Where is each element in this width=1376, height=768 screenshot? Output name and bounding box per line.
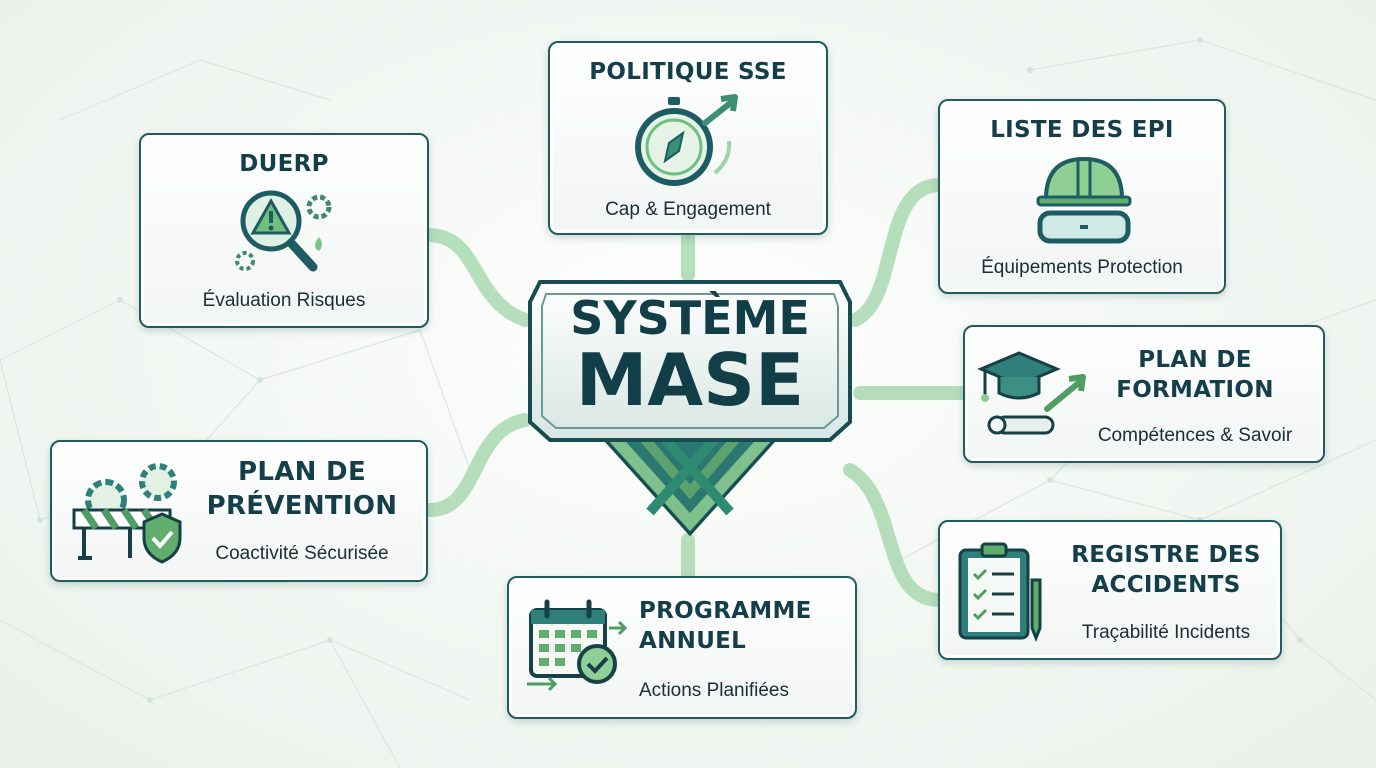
- center-shield: [528, 280, 852, 537]
- compass-icon: [635, 94, 738, 186]
- center-title-line2: MASE: [575, 338, 805, 422]
- node-registre-subtitle: Traçabilité Incidents: [1081, 622, 1251, 643]
- node-epi-subtitle: Équipements Protection: [981, 257, 1183, 278]
- node-prevention-title-line2: PRÉVENTION: [206, 491, 398, 521]
- node-formation-title-line1: PLAN DE: [1138, 347, 1252, 373]
- risk-magnifier-icon: [235, 190, 332, 272]
- node-programme-title-line1: PROGRAMME: [639, 598, 812, 624]
- clipboard-checklist-icon: [958, 542, 1042, 643]
- calendar-check-icon: [527, 599, 628, 692]
- node-formation-subtitle: Compétences & Savoir: [1097, 425, 1293, 446]
- node-formation-title-line2: FORMATION: [1116, 377, 1274, 403]
- node-plan-prevention[interactable]: PLAN DE PRÉVENTION Coactivité Sécurisée: [50, 440, 428, 582]
- node-liste-epi[interactable]: LISTE DES EPI Équipements Protection: [938, 99, 1226, 294]
- node-programme-annuel[interactable]: PROGRAMME ANNUEL Actions Planifiées: [507, 576, 857, 719]
- barrier-shield-icon: [72, 463, 182, 564]
- node-plan-formation[interactable]: PLAN DE FORMATION Compétences & Savoir: [963, 325, 1325, 463]
- node-duerp-subtitle: Évaluation Risques: [202, 290, 366, 311]
- node-prevention-title-line1: PLAN DE: [238, 457, 366, 487]
- node-politique-subtitle: Cap & Engagement: [605, 199, 771, 220]
- node-politique-sse[interactable]: POLITIQUE SSE Cap & Engagement: [548, 41, 828, 235]
- node-registre-accidents[interactable]: REGISTRE DES ACCIDENTS Traçabilité Incid…: [938, 520, 1282, 660]
- node-programme-subtitle: Actions Planifiées: [639, 680, 789, 701]
- node-duerp[interactable]: DUERP Évaluation Risques: [139, 133, 429, 328]
- node-programme-title-line2: ANNUEL: [639, 628, 747, 654]
- center-title-line1: SYSTÈME: [570, 291, 810, 345]
- node-registre-title-line2: ACCIDENTS: [1091, 572, 1241, 598]
- node-prevention-subtitle: Coactivité Sécurisée: [215, 543, 389, 564]
- graduation-cap-icon: [977, 351, 1086, 435]
- node-duerp-title: DUERP: [239, 151, 329, 177]
- helmet-goggles-icon: [1036, 156, 1132, 244]
- node-epi-title: LISTE DES EPI: [990, 117, 1174, 143]
- node-registre-title-line1: REGISTRE DES: [1071, 542, 1261, 568]
- node-politique-title: POLITIQUE SSE: [589, 59, 787, 85]
